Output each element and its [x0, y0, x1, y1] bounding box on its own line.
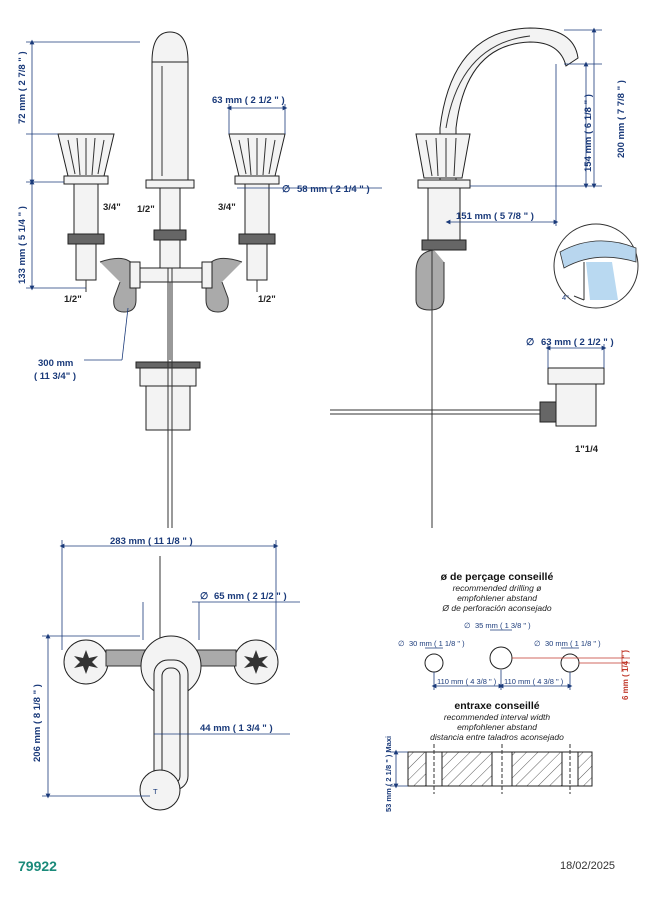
- offset-6mm: 6 mm ( 1/4 " ): [621, 650, 630, 700]
- right-handle: [228, 133, 286, 292]
- diameter-symbol: ∅: [282, 184, 291, 195]
- left-handle: [57, 133, 115, 292]
- thread-right: 3/4": [218, 202, 236, 213]
- dim-spout-height: 154 mm ( 6 1/8 " ): [583, 94, 594, 172]
- product-code: 79922: [18, 858, 57, 874]
- drilling-sub3: Ø de perforación aconsejado: [441, 603, 551, 613]
- dim-waste-diameter: 63 mm ( 2 1/2 " ): [541, 337, 614, 348]
- dim-handle-diameter: 63 mm ( 2 1/2 " ): [212, 95, 285, 106]
- dim-base-diameter: 58 mm ( 2 1/4 " ): [297, 184, 370, 195]
- drill-center-dia: 35 mm ( 1 3/8 " ): [475, 621, 531, 630]
- drilling-section: ø de perçage conseillé recommended drill…: [398, 571, 630, 700]
- spout-diameter-symbol: ∅: [200, 591, 209, 602]
- dim-reach: 151 mm ( 5 7/8 " ): [456, 211, 534, 222]
- dim-depth: 206 mm ( 8 1/8 " ): [32, 684, 43, 762]
- right-knob: [233, 639, 279, 685]
- dim-handle-height: 72 mm ( 2 7/8 " ): [17, 51, 28, 124]
- dim-spout-diameter: 65 mm ( 2 1/2 " ): [214, 591, 287, 602]
- interval-section: entraxe conseillé recommended interval w…: [384, 700, 593, 812]
- waste-thread: 1"1/4: [575, 444, 599, 455]
- spout-mark: T: [153, 787, 158, 796]
- interval-title: entraxe conseillé: [454, 700, 539, 712]
- spout-detail-zoom: 4°: [553, 223, 639, 309]
- dim-total-height: 200 mm ( 7 7/8 " ): [616, 80, 627, 158]
- waste-drain: [135, 268, 201, 528]
- drill-right-dia-symbol: ∅: [534, 639, 541, 648]
- drilling-sub2: empfohlener abstand: [457, 593, 537, 603]
- dim-total-width: 283 mm ( 11 1/8 " ): [110, 536, 193, 547]
- max-thickness: 53 mm ( 2 1/8 " ) Maxi: [384, 736, 393, 812]
- drill-left-dia: 30 mm ( 1 1/8 " ): [409, 639, 465, 648]
- interval-sub2: empfohlener abstand: [457, 722, 537, 732]
- thread-left: 3/4": [103, 202, 121, 213]
- drilling-title: ø de perçage conseillé: [441, 571, 554, 583]
- connectors: [99, 257, 243, 360]
- center-spout: [145, 31, 195, 277]
- drill-left-dia-symbol: ∅: [398, 639, 405, 648]
- top-view: T 283 mm ( 11 1/8 " ) ∅ 65 mm ( 2 1/2 " …: [32, 536, 300, 811]
- dim-spout-width: 44 mm ( 1 3/4 " ): [200, 723, 273, 734]
- dim-hose-length: 300 mm: [38, 358, 73, 369]
- angle-label: 4°: [562, 293, 569, 302]
- drill-center-dia-symbol: ∅: [464, 621, 471, 630]
- pitch-left: 110 mm ( 4 3/8 " ): [437, 677, 497, 686]
- front-view: 72 mm ( 2 7/8 " ) 133 mm ( 5 1/4 " ) 63 …: [17, 31, 382, 528]
- left-knob: [63, 639, 109, 685]
- dim-body-height: 133 mm ( 5 1/4 " ): [17, 206, 28, 284]
- thread-center: 1/2": [137, 204, 155, 215]
- side-view: 154 mm ( 6 1/8 " ) 200 mm ( 7 7/8 " ) 15…: [330, 27, 639, 528]
- waste-diameter-symbol: ∅: [526, 337, 535, 348]
- dim-hose-length-in: ( 11 3/4" ): [34, 371, 76, 382]
- drilling-sub1: recommended drilling ø: [453, 583, 542, 593]
- interval-sub1: recommended interval width: [444, 712, 551, 722]
- document-date: 18/02/2025: [560, 860, 616, 872]
- drill-right-dia: 30 mm ( 1 1/8 " ): [545, 639, 601, 648]
- interval-sub3: distancia entre taladros aconsejado: [430, 732, 564, 742]
- pitch-right: 110 mm ( 4 3/8 " ): [504, 677, 564, 686]
- conn-left: 1/2": [64, 294, 82, 305]
- conn-right: 1/2": [258, 294, 276, 305]
